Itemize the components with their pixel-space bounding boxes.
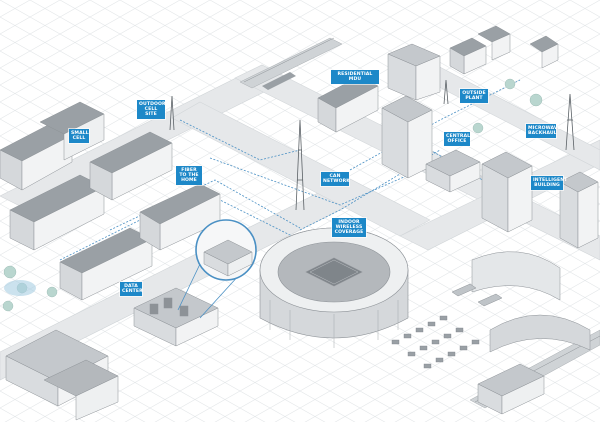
label-residential-mdu: RESIDENTIAL MDU [331,70,379,84]
label-data-center: DATA CENTER [120,282,142,296]
label-indoor-wireless-coverage: INDOOR WIRELESS COVERAGE [332,218,366,237]
pond [4,280,36,296]
label-microwave-backhaul: MICROWAVE BACKHAUL [526,124,556,138]
label-outside-plant: OUTSIDE PLANT [460,89,488,103]
label-intelligent-building: INTELLIGENT BUILDING [531,176,563,190]
label-fiber-to-home: FIBER TO THE HOME [176,166,202,185]
label-central-office: CENTRAL OFFICE [444,132,470,146]
label-outdoor-cell-site: OUTDOOR CELL SITE [137,100,165,119]
label-can-network: CAN NETWORK [321,172,349,186]
label-small-cell: SMALL CELL [69,129,89,143]
